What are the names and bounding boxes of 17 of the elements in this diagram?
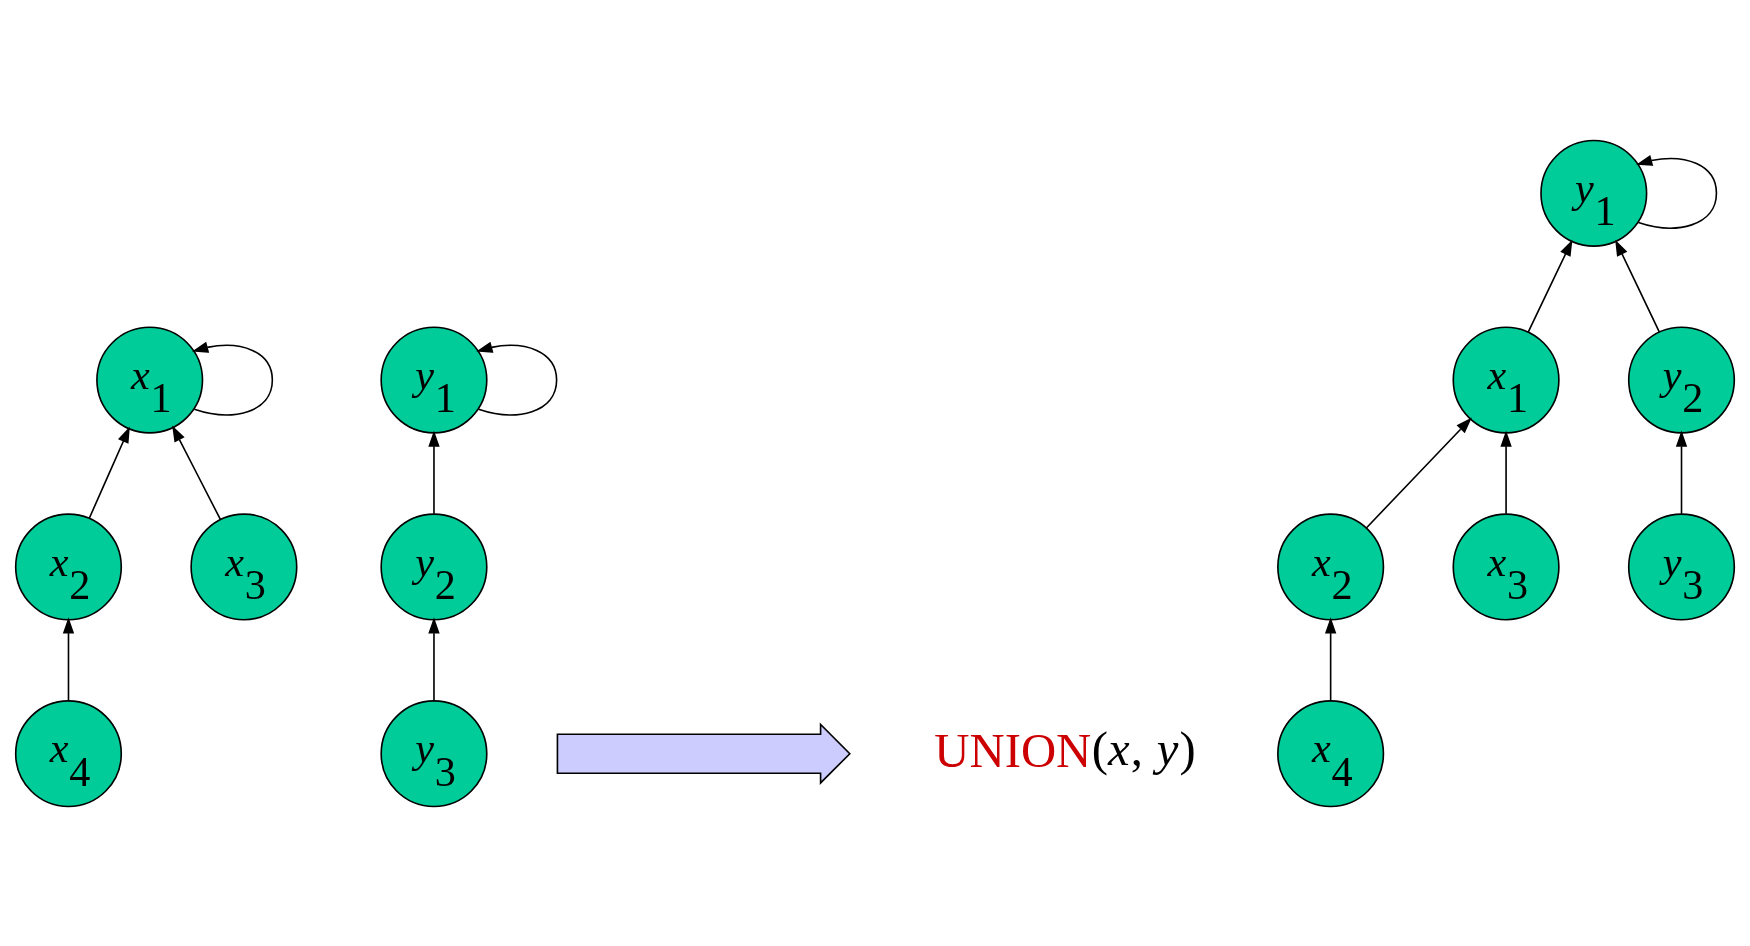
arrow	[1365, 417, 1472, 528]
arrow	[476, 341, 558, 416]
arrow	[191, 341, 274, 416]
label: UNION	[934, 723, 1092, 778]
arrow	[1636, 154, 1718, 229]
arrow	[1500, 430, 1512, 514]
arrow	[1527, 239, 1573, 333]
node-arrow	[556, 722, 851, 785]
arrow	[1324, 616, 1337, 701]
arrow	[1615, 239, 1661, 333]
arrow	[428, 616, 440, 701]
arrow	[172, 424, 222, 520]
arrow	[428, 430, 440, 514]
arrow	[62, 616, 75, 701]
label: (x, y)	[1091, 721, 1196, 776]
arrow	[1675, 430, 1688, 514]
arrow	[88, 426, 130, 519]
